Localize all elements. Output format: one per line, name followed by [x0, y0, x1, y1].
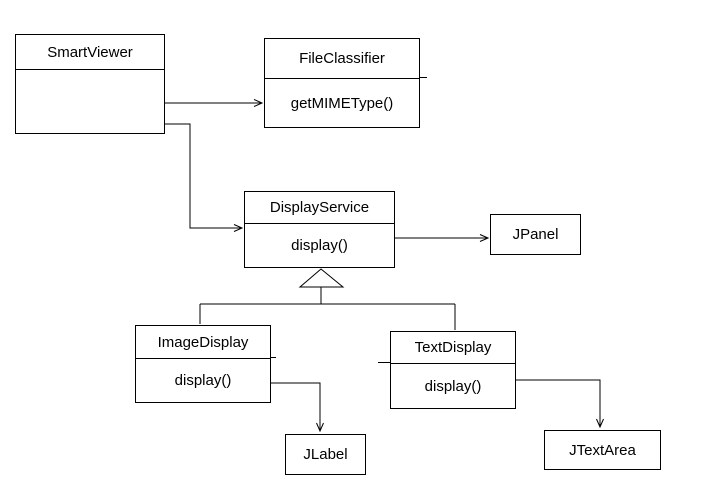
class-name-fileclassifier: FileClassifier — [265, 39, 419, 79]
class-box-jtextarea: JTextArea — [544, 430, 661, 470]
edge-imagedisplay-to-jlabel — [271, 382, 324, 433]
generalization-tree-lines — [199, 287, 456, 330]
edge-group — [165, 77, 604, 433]
edge-smartviewer-to-displayservice — [165, 123, 244, 232]
generalization-triangle-icon — [298, 268, 345, 288]
class-name-jtextarea: JTextArea — [569, 441, 636, 459]
class-name-imagedisplay: ImageDisplay — [136, 326, 270, 359]
class-box-displayservice: DisplayService display() — [244, 191, 395, 268]
class-name-displayservice: DisplayService — [245, 192, 394, 224]
class-box-fileclassifier: FileClassifier getMIMEType() — [264, 38, 420, 128]
class-method-getmimetype: getMIMEType() — [290, 94, 394, 112]
class-name-textdisplay: TextDisplay — [391, 332, 515, 364]
class-box-smartviewer: SmartViewer — [15, 34, 165, 134]
class-box-jlabel: JLabel — [285, 434, 366, 475]
class-body-smartviewer — [16, 70, 164, 133]
class-name-jpanel: JPanel — [512, 226, 559, 243]
class-method-display-imagedisplay: display() — [174, 372, 232, 389]
class-method-display-displayservice: display() — [291, 237, 348, 254]
class-box-textdisplay: TextDisplay display() — [390, 331, 516, 409]
class-name-jlabel: JLabel — [303, 446, 348, 463]
class-box-imagedisplay: ImageDisplay display() — [135, 325, 271, 403]
class-box-jpanel: JPanel — [490, 214, 581, 255]
class-name-smartviewer: SmartViewer — [16, 35, 164, 70]
class-method-display-textdisplay: display() — [424, 377, 482, 395]
edge-textdisplay-to-jtextarea — [516, 379, 604, 429]
